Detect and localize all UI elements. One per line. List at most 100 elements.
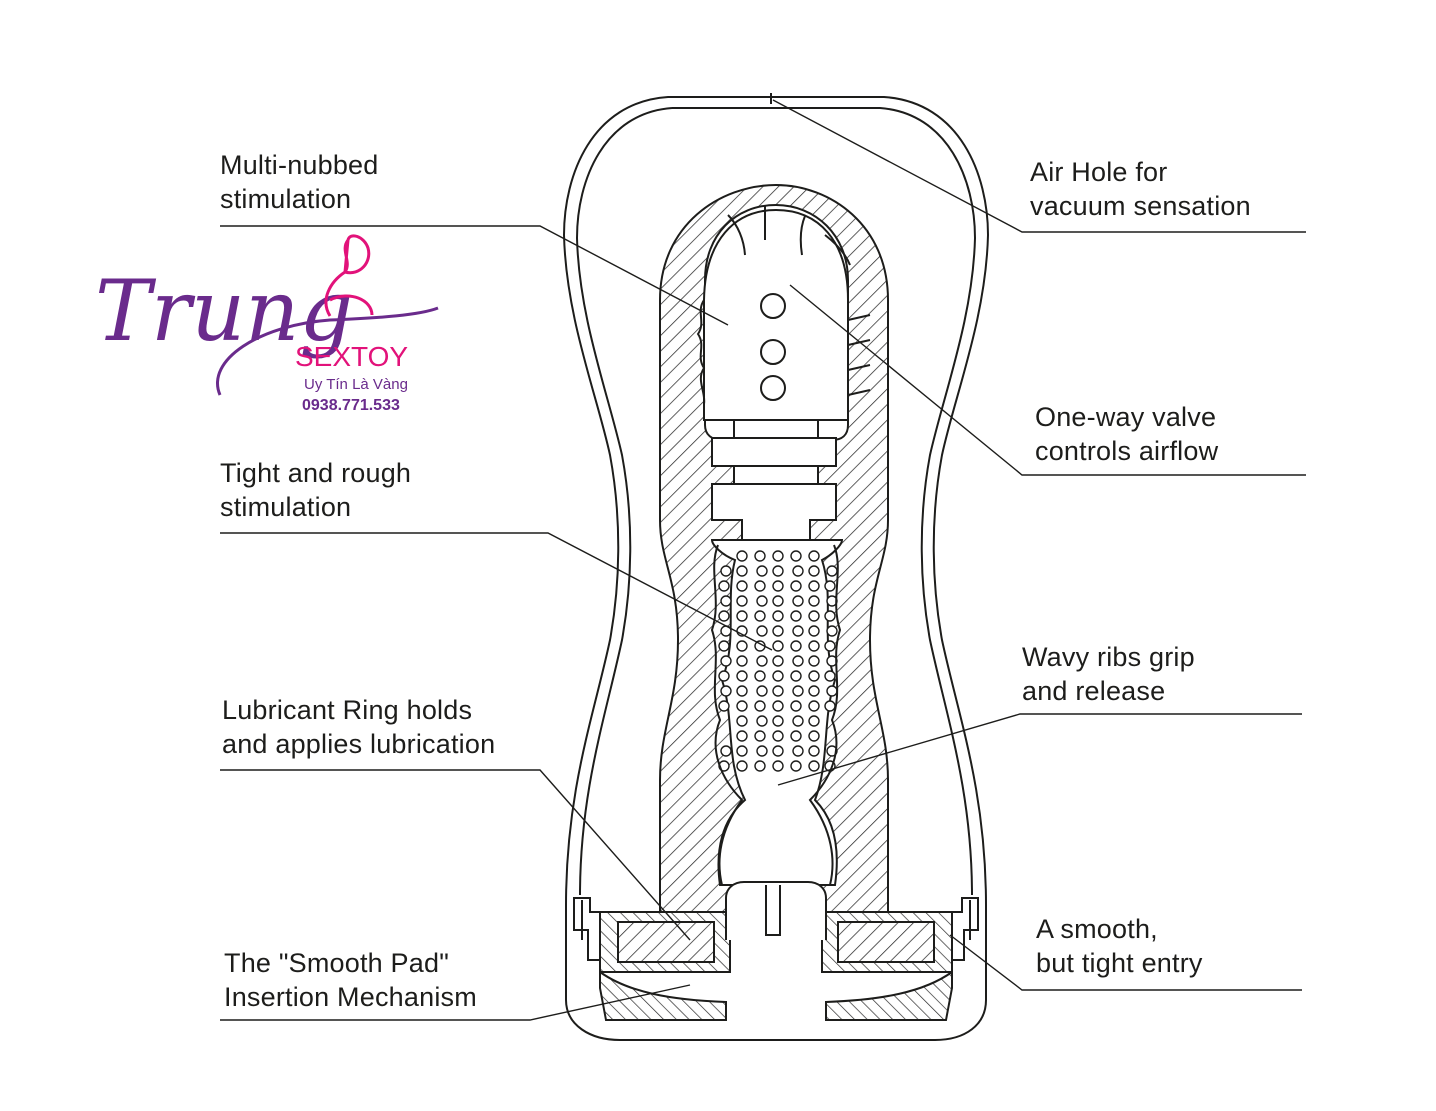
nub-dot [736, 655, 748, 667]
nub-dot [772, 700, 784, 712]
label-line: vacuum sensation [1030, 191, 1251, 221]
nub-dot [756, 685, 768, 697]
label-line: Tight and rough [220, 458, 412, 488]
nub-dot [790, 610, 802, 622]
nub-dot [754, 550, 766, 562]
nub-dot [718, 610, 730, 622]
nub-dot [808, 655, 820, 667]
nub-dot [736, 550, 748, 562]
label-wavy-ribs: Wavy ribs grip and release [1022, 640, 1195, 708]
wavy-ribs [710, 544, 842, 886]
nub-dot [756, 625, 768, 637]
nub-dot [736, 700, 748, 712]
nub-dot [772, 760, 784, 772]
nub-dot [808, 625, 820, 637]
leader-one-way-valve [789, 284, 1306, 476]
leader-smooth-entry [949, 934, 1302, 991]
nub-dot [792, 745, 804, 757]
leader-tight-rough [220, 532, 773, 651]
label-line: controls airflow [1035, 436, 1219, 466]
leader-air-hole [772, 99, 1306, 233]
nub-dot [824, 700, 836, 712]
nub-dot [808, 565, 820, 577]
leader-wavy-ribs [777, 713, 1302, 786]
label-line: stimulation [220, 184, 352, 214]
nub-dot [772, 670, 784, 682]
nub-dot [754, 670, 766, 682]
nub-dot [736, 760, 748, 772]
nub-dot [824, 610, 836, 622]
nub-dot [826, 685, 838, 697]
label-line: stimulation [220, 492, 352, 522]
label-line: Air Hole for [1030, 157, 1168, 187]
nub-dot [772, 685, 784, 697]
nub-dot [808, 580, 820, 592]
nub-dot [756, 595, 768, 607]
nub-dot [718, 700, 730, 712]
nub-dot [772, 595, 784, 607]
svg-text:Trung: Trung [95, 262, 353, 360]
nub-dot [808, 760, 820, 772]
nub-dot [792, 595, 804, 607]
nub-dots [718, 550, 838, 772]
nub-dot [756, 565, 768, 577]
nub-dot [736, 685, 748, 697]
leader-lubricant-ring [220, 769, 691, 941]
nub-dot [808, 715, 820, 727]
label-line: Multi-nubbed [220, 150, 379, 180]
insertion-mechanism [573, 881, 979, 1021]
svg-text:0938.771.533: 0938.771.533 [302, 397, 400, 414]
label-line: One-way valve [1035, 402, 1217, 432]
leader-lines [220, 99, 1306, 1021]
svg-text:SEXTOY: SEXTOY [295, 341, 408, 372]
nub-dot [808, 595, 820, 607]
nub-dot [772, 565, 784, 577]
nub-dot [790, 550, 802, 562]
nub-dot [772, 745, 784, 757]
nub-dot [808, 700, 820, 712]
label-line: and release [1022, 676, 1166, 706]
one-way-valve [711, 419, 837, 541]
nub-dot [720, 685, 732, 697]
label-line: and applies lubrication [222, 729, 496, 759]
nub-dot [808, 685, 820, 697]
nub-dot [790, 580, 802, 592]
nub-dot [772, 655, 784, 667]
nub-dot [824, 580, 836, 592]
nub-dot [736, 580, 748, 592]
nub-dot [720, 745, 732, 757]
nub-dot [808, 550, 820, 562]
nub-dot [792, 685, 804, 697]
nub-dot [772, 715, 784, 727]
label-tight-rough: Tight and rough stimulation [220, 456, 411, 524]
nub-dot [772, 640, 784, 652]
logo-figure-icon [324, 234, 374, 317]
nub-dot [736, 640, 748, 652]
nub-chamber [696, 205, 871, 421]
nub-dot [720, 565, 732, 577]
nub-dot [792, 715, 804, 727]
label-line: Insertion Mechanism [224, 982, 477, 1012]
nub-dot [772, 610, 784, 622]
nub-dot [754, 610, 766, 622]
nub-dot [790, 640, 802, 652]
nub-dot [772, 580, 784, 592]
nub-dot [772, 550, 784, 562]
outer-casing [562, 93, 990, 1041]
logo-swoosh [216, 306, 439, 396]
nub-dot [756, 745, 768, 757]
nub-dot [808, 610, 820, 622]
nub-dot [756, 715, 768, 727]
label-air-hole: Air Hole for vacuum sensation [1030, 155, 1251, 223]
label-lubricant-ring: Lubricant Ring holds and applies lubrica… [222, 693, 495, 761]
nub-dot [808, 640, 820, 652]
nub-dot [736, 745, 748, 757]
nub-dot [736, 715, 748, 727]
nub-dot [790, 760, 802, 772]
nub-dot [736, 730, 748, 742]
label-line: A smooth, [1036, 914, 1158, 944]
brand-logo: Trung SEXTOY Uy Tín Là Vàng 0938.771.533 [95, 234, 439, 414]
nub-dot [754, 700, 766, 712]
nub-dot [754, 760, 766, 772]
label-multi-nubbed: Multi-nubbed stimulation [220, 148, 379, 216]
